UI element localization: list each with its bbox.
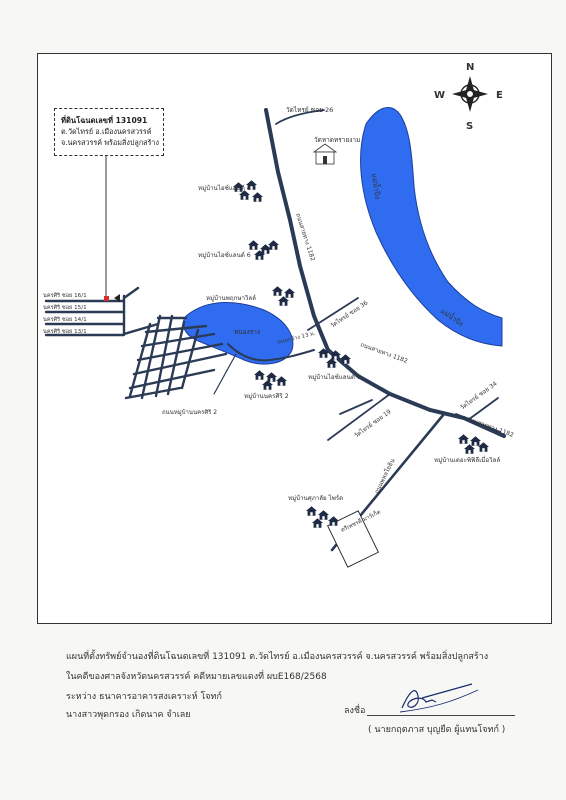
caption-line1: แผนที่ตั้งทรัพย์จำนองที่ดินโฉนดเลขที่ 13… [66, 652, 489, 662]
village-cluster-nakhon-siri-2-icon [254, 370, 287, 390]
ping-river [360, 107, 503, 347]
compass-rose-icon [452, 76, 488, 112]
road-label-soi19: วัดไทรย์ ซอย 19 [352, 407, 392, 439]
village-cluster-icelande-6-icon [248, 240, 279, 260]
parcel-marker [104, 156, 120, 302]
market-sign [327, 510, 379, 568]
village-label-6: หมู่บ้านเดอะพิฟิลีเมื่อวิลล์ [434, 456, 500, 464]
village-label-4: หมู่บ้านไอซ์แลนด์ 7 [308, 373, 361, 381]
parcel-note-title: ที่ดินโฉนดเลขที่ 131091 [61, 116, 148, 125]
estate-roads [44, 286, 228, 400]
caption-line3: ระหว่าง ธนาคารอาคารสงเคราะห์ โจทก์ [66, 692, 222, 702]
location-map: N E S W วัดไทรย์ ซอย 26 วัดหาดทรายงาม ถน… [43, 62, 515, 568]
compass-n: N [466, 62, 474, 73]
road-label-soi26: วัดไทรย์ ซอย 26 [286, 106, 333, 114]
village-label-3: หมู่บ้านพฤกษาวิลล์ [206, 294, 256, 302]
map-frame: N E S W วัดไทรย์ ซอย 26 วัดหาดทรายงาม ถน… [37, 53, 552, 624]
soi-label-14: นครศิริ ซอย 14/1 [43, 316, 87, 323]
village-cluster-pruksa-ville-icon [272, 286, 295, 306]
soi-label-13: นครศิริ ซอย 13/1 [43, 328, 87, 335]
signature-line [367, 715, 515, 716]
village-label-7: หมู่บ้านศุภาลัย ไพร์ด [288, 494, 343, 502]
parcel-note-line3: จ.นครสวรรค์ พร้อมสิ่งปลูกสร้าง [61, 138, 159, 147]
village-cluster-supalai-pride-icon [306, 506, 339, 528]
soi-label-15: นครศิริ ซอย 15/1 [43, 304, 87, 311]
signature-icon [399, 683, 479, 713]
road-label-soi34: วัดไทรย์ ซอย 34 [458, 379, 498, 411]
road-label-1182-c: ถนนสายทาง 1182 [465, 415, 514, 439]
pond-label: หนองราง [234, 328, 260, 336]
village-label-2: หมู่บ้านไอซ์แลนด์ 6 [198, 251, 251, 259]
parcel-note-line2: ต.วัดไทรย์ อ.เมืองนครสวรรค์ [61, 127, 152, 136]
village-label-1: หมู่บ้านไอซ์แลนด์ 4 [198, 184, 251, 192]
caption-line4: นางสาวพุดกรอง เกิดนาค จำเลย [66, 710, 191, 720]
parcel-note: ที่ดินโฉนดเลขที่ 131091 ต.วัดไทรย์ อ.เมื… [54, 108, 164, 156]
village-cluster-east-icon [458, 434, 489, 454]
compass-e: E [496, 90, 503, 101]
road-label-1182-b: ถนนสายทาง 1182 [359, 341, 408, 365]
caption-line2: ในคดีของศาลจังหวัดนครสวรรค์ คดีหมายเลขแด… [66, 672, 327, 682]
compass-w: W [434, 90, 445, 101]
place-label-temple: วัดหาดทรายงาม [314, 136, 360, 144]
village-label-5: หมู่บ้านนครศิริ 2 [244, 392, 289, 400]
compass-s: S [466, 121, 473, 132]
temple-icon [312, 143, 338, 165]
signature-name: ( นายกฤตภาส บุญยืด ผู้แทนโจทก์ ) [368, 725, 506, 735]
signature-label: ลงชื่อ [344, 706, 366, 716]
road-label-parcel: ถนนหมู่บ้านนครศิริ 2 [162, 409, 217, 416]
soi-label-16: นครศิริ ซอย 16/1 [43, 292, 87, 299]
